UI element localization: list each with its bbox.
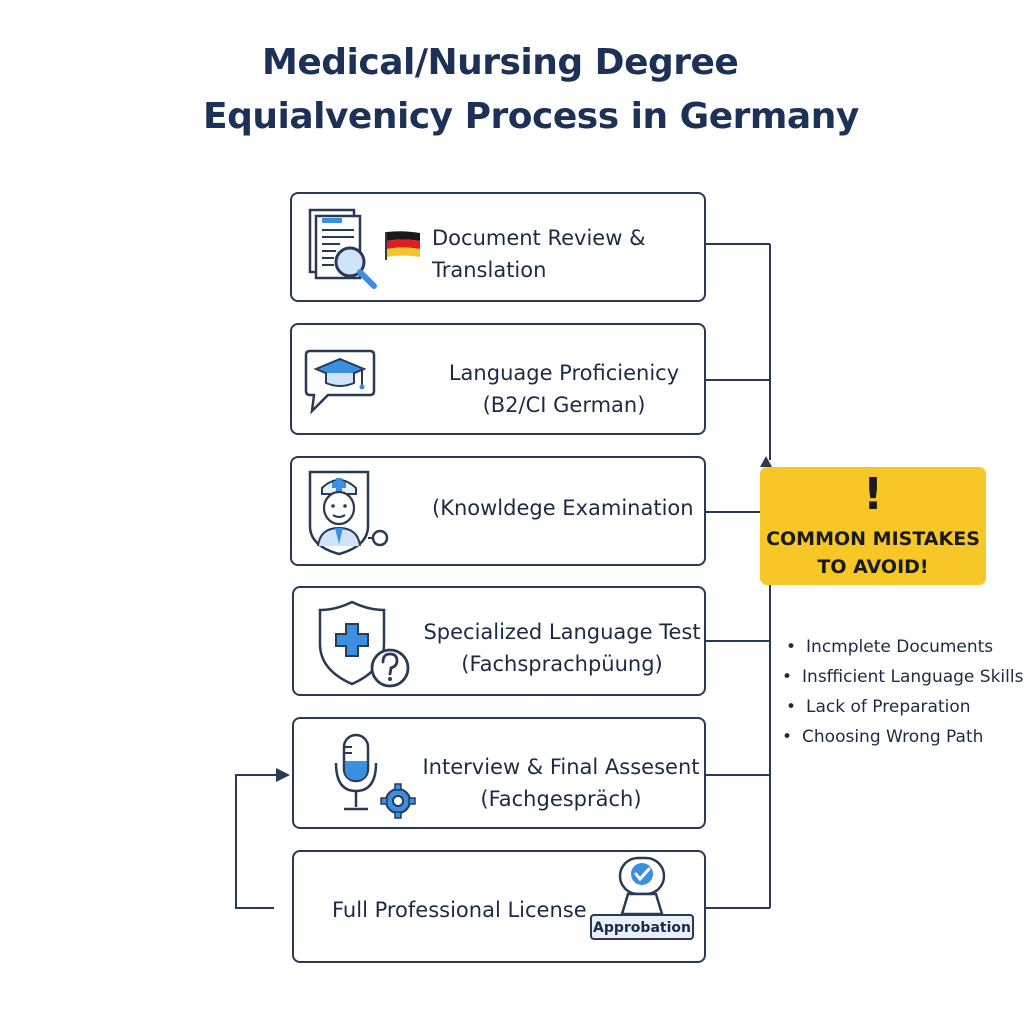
german-flag-icon <box>385 231 420 260</box>
diagram-title-line1: Medical/Nursing Degree <box>262 42 739 83</box>
step-label-line2: (B2/CI German) <box>482 393 646 417</box>
list-item: Incmplete Documents <box>786 632 1023 662</box>
list-item: Lack of Preparation <box>786 692 1023 722</box>
warning-exclamation-icon: ! <box>862 469 884 520</box>
microphone-gear-icon <box>334 733 416 819</box>
list-item: Insfficient Language Skills <box>782 662 1023 692</box>
list-item: Choosing Wrong Path <box>782 722 1023 752</box>
callout-line1: COMMON MISTAKES <box>766 528 980 550</box>
approbation-stamp-label: Approbation <box>590 914 694 940</box>
document-magnifier-icon <box>308 208 377 289</box>
callout-text: COMMON MISTAKES TO AVOID! <box>760 525 986 581</box>
approval-stamp-icon <box>618 856 666 916</box>
step-knowledge-examination: (Knowldege Examination <box>290 456 706 566</box>
step-label-line2: Translation <box>432 258 547 282</box>
graduation-cap-chat-icon <box>304 349 376 415</box>
step-label-line2: (Fachsprachpüung) <box>461 652 663 676</box>
step-label: Specialized Language Test (Fachsprachpüu… <box>420 616 704 680</box>
step-language-proficiency: Language Proficienicy (B2/CI German) <box>290 323 706 435</box>
doctor-icon <box>308 470 389 556</box>
step-label: (Knowldege Examination <box>432 492 694 524</box>
step-label-line1: Interview & Final Assesent <box>422 755 700 779</box>
common-mistakes-callout: ! COMMON MISTAKES TO AVOID! <box>760 467 986 585</box>
step-label-line1: Language Proficienicy <box>448 361 680 385</box>
step-label: Document Review & Translation <box>432 222 645 286</box>
step-label-line2: (Fachgespräch) <box>480 787 642 811</box>
step-label-line1: (Knowldege Examination <box>432 496 694 520</box>
step-interview-final-assessment: Interview & Final Assesent (Fachgespräch… <box>292 717 706 829</box>
step-label: Language Proficienicy (B2/CI German) <box>444 357 684 421</box>
step-label: Interview & Final Assesent (Fachgespräch… <box>414 751 708 815</box>
step-label-line1: Full Professional License <box>332 898 587 922</box>
callout-line2: TO AVOID! <box>817 556 929 578</box>
shield-cross-question-icon <box>318 600 410 688</box>
step-label-line1: Document Review & <box>432 226 646 250</box>
mistakes-list: Incmplete Documents Insfficient Language… <box>786 632 1023 752</box>
diagram-title-line2: Equialvenicy Process in Germany <box>203 96 859 137</box>
step-specialized-language-test: Specialized Language Test (Fachsprachpüu… <box>292 586 706 696</box>
step-document-review: Document Review & Translation <box>290 192 706 302</box>
step-label: Full Professional License <box>332 894 587 926</box>
step-label-line1: Specialized Language Test <box>423 620 701 644</box>
